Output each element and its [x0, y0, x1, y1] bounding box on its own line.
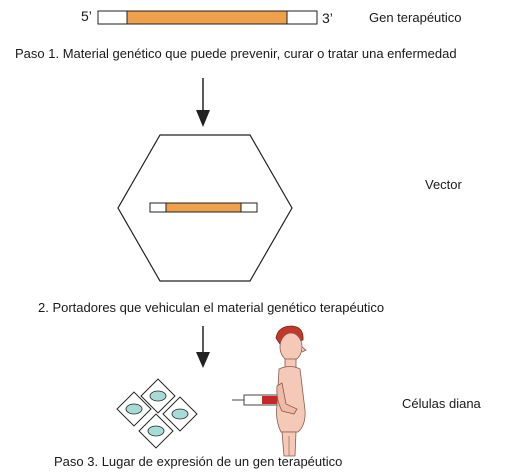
therapeutic-gene-bar: [97, 10, 318, 25]
vector-label: Vector: [425, 177, 462, 192]
vector-hexagon: [117, 134, 293, 282]
step-1-caption: Paso 1. Material genético que puede prev…: [15, 46, 457, 61]
patient-figure-icon: [275, 325, 307, 457]
step-3-caption: Paso 3. Lugar de expresión de un gen ter…: [54, 454, 343, 469]
step-2-caption: 2. Portadores que vehiculan el material …: [38, 300, 385, 315]
target-cells-label: Células diana: [402, 396, 481, 411]
arrow-down-1: [196, 78, 210, 127]
vector-gene-insert: [165, 202, 242, 213]
gene-name-label: Gen terapéutico: [369, 10, 462, 25]
arrow-down-2: [196, 326, 210, 368]
gene-bar-coding-region: [126, 10, 288, 25]
target-cells: [116, 378, 198, 449]
gene-5prime-label: 5’: [81, 8, 92, 24]
gene-3prime-label: 3’: [322, 10, 333, 26]
